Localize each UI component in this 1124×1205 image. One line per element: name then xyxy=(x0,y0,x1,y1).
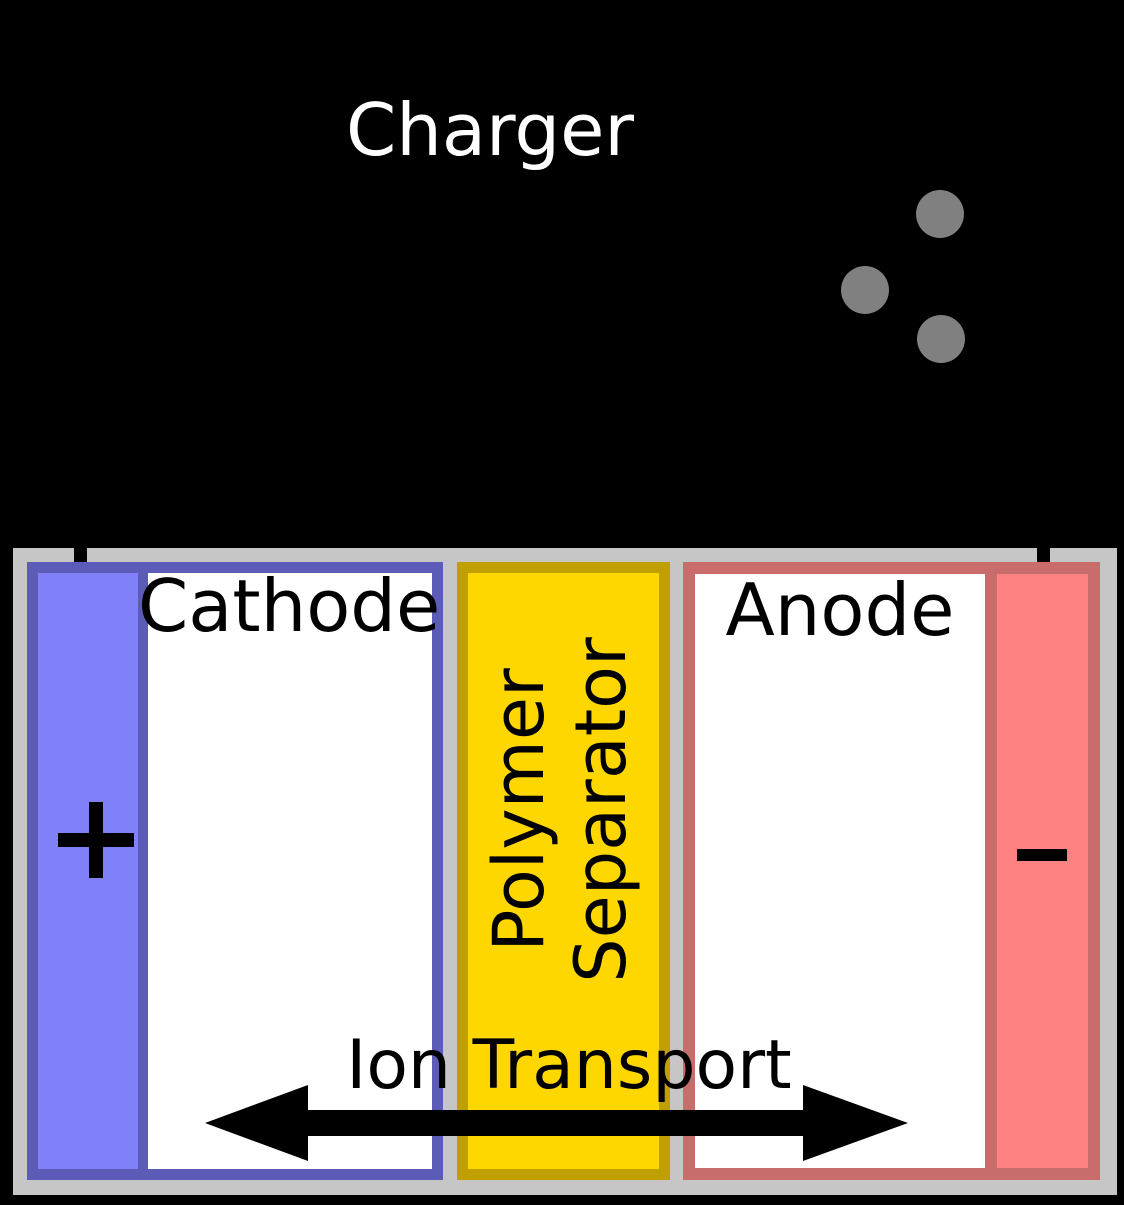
ion-transport-label: Ion Transport xyxy=(346,1026,792,1105)
electron-dot xyxy=(917,315,965,363)
electron-dot xyxy=(841,266,889,314)
negative-wire xyxy=(1037,470,1050,566)
anode-assembly xyxy=(683,562,1100,1180)
electron-dot xyxy=(916,190,964,238)
minus-icon xyxy=(1017,849,1067,861)
positive-wire xyxy=(74,470,87,566)
anode-current-collector xyxy=(985,574,1088,1168)
cathode-assembly xyxy=(27,562,443,1180)
cathode-label: Cathode xyxy=(138,564,441,648)
ion-transport-arrow-icon xyxy=(205,1085,908,1161)
charger-label: Charger xyxy=(346,88,634,172)
polymer-separator xyxy=(457,562,670,1180)
anode-label: Anode xyxy=(725,568,955,652)
plus-icon xyxy=(89,802,103,878)
